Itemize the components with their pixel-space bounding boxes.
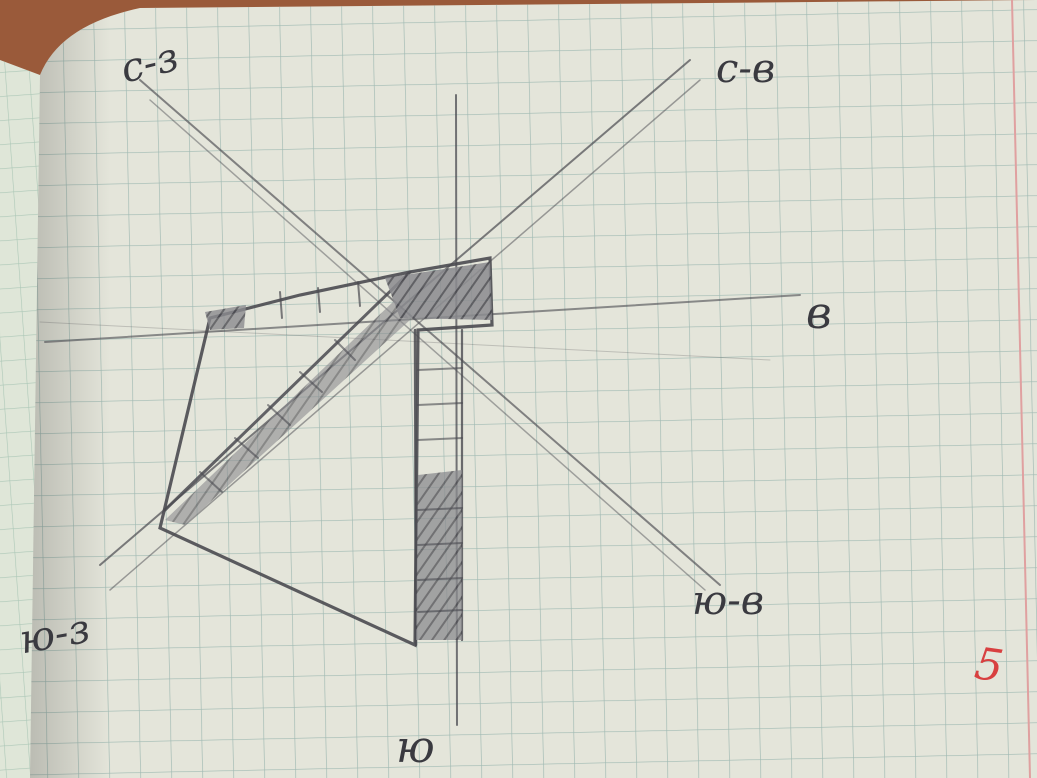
hatch-west-corner [205, 305, 246, 330]
hatch-south-strip [416, 470, 462, 640]
axis-west-east [44, 294, 801, 343]
label-east: в [806, 288, 832, 339]
wind-rose-drawing [39, 59, 801, 726]
axis-nw-se [139, 79, 721, 586]
margin-line [1011, 0, 1031, 778]
label-south: ю [396, 722, 435, 773]
hatch-sw-strip [165, 300, 410, 525]
label-northeast: с-в [716, 46, 776, 92]
hatch-center [385, 262, 492, 320]
label-southeast: ю-в [692, 578, 765, 624]
